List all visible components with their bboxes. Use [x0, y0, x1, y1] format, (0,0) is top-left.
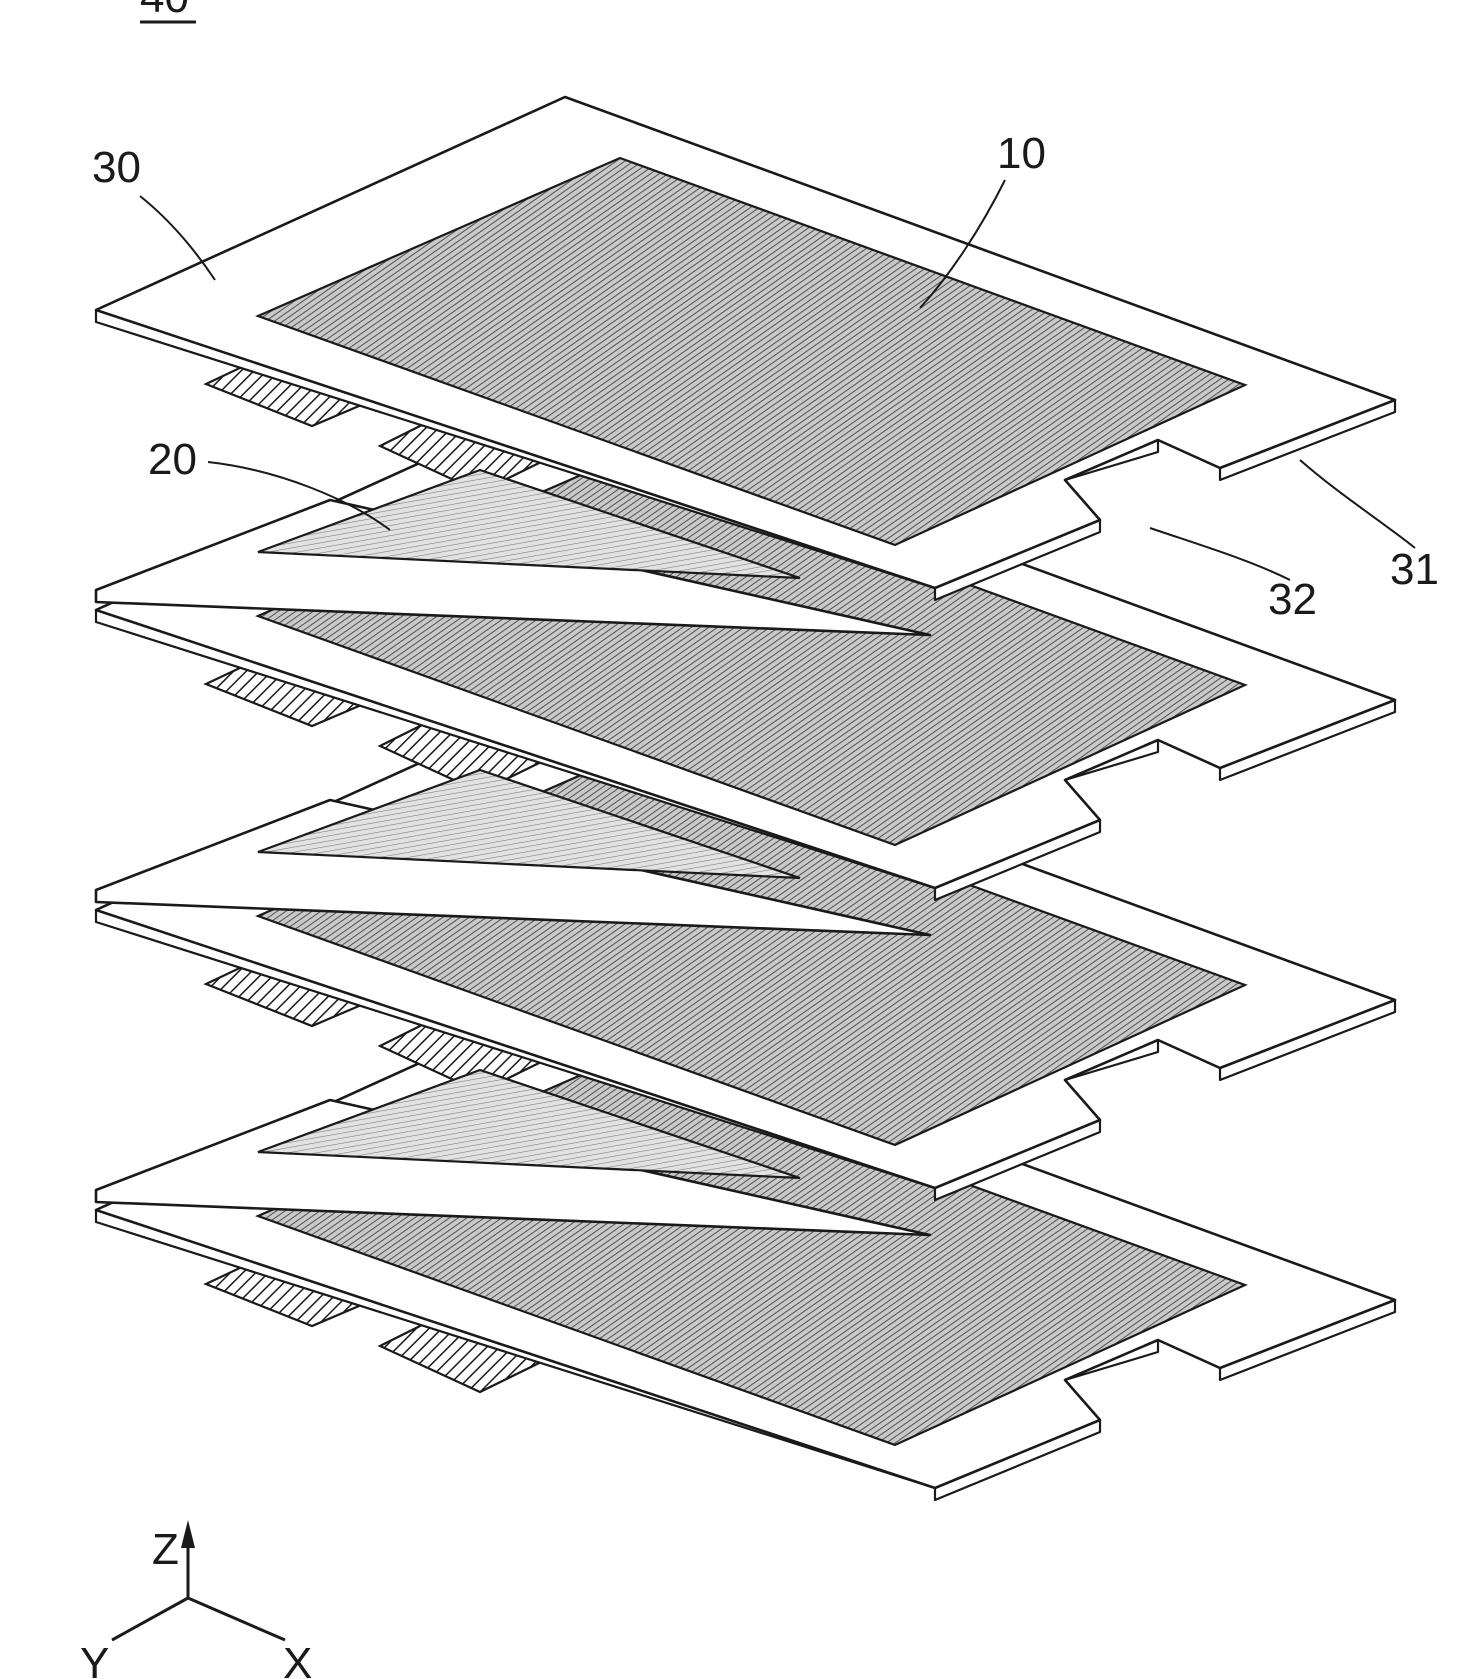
figure-reference-number: 40: [140, 0, 189, 22]
axis-label-z: Z: [152, 1525, 179, 1574]
label-electrode-10: 10: [997, 129, 1046, 178]
label-electrode-20: 20: [148, 435, 197, 484]
axis-triad: [112, 1520, 285, 1640]
leader-32: [1150, 528, 1290, 580]
leader-31: [1300, 460, 1415, 548]
label-separator-30: 30: [92, 143, 141, 192]
axis-label-x: X: [283, 1639, 312, 1679]
label-edge-31: 31: [1390, 545, 1439, 594]
label-notch-32: 32: [1268, 575, 1317, 624]
axis-label-y: Y: [80, 1639, 109, 1679]
